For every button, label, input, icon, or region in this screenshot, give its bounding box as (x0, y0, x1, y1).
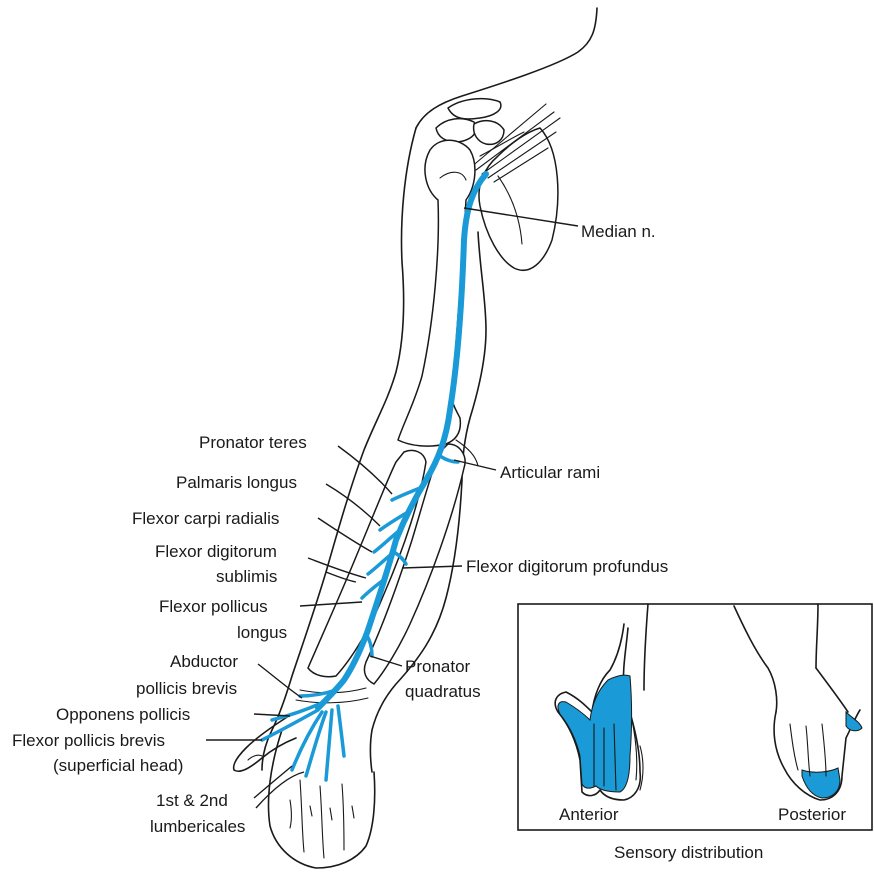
inset-label-anterior: Anterior (559, 805, 619, 824)
label-flexor-pollicis-brevis: Flexor pollicis brevis (12, 731, 165, 750)
label-palmaris-longus: Palmaris longus (176, 473, 297, 492)
label-pronator-quadratus: Pronator (405, 657, 471, 676)
label-opponens-pollicis: Opponens pollicis (56, 705, 190, 724)
label-flexor-carpi-radialis: Flexor carpi radialis (132, 509, 279, 528)
label-flexor-pollicis-brevis-2: (superficial head) (53, 756, 183, 775)
inset-label-posterior: Posterior (778, 805, 846, 824)
sensory-inset: Anterior Posterior (518, 604, 872, 830)
label-median-n: Median n. (581, 222, 656, 241)
branch-digital-2 (326, 710, 332, 780)
label-abductor-pollicis-brevis-2: pollicis brevis (136, 679, 237, 698)
hand (234, 714, 375, 868)
inset-caption: Sensory distribution (614, 843, 763, 862)
label-flexor-digitorum-sublimis: Flexor digitorum (155, 542, 277, 561)
label-articular-rami: Articular rami (500, 463, 600, 482)
label-lumbericales-2: lumbericales (150, 817, 245, 836)
label-lumbericales: 1st & 2nd (156, 791, 228, 810)
branch-digital-3 (338, 706, 344, 756)
label-flexor-pollicus-longus: Flexor pollicus (159, 597, 268, 616)
label-flexor-digitorum-sublimis-2: sublimis (216, 567, 277, 586)
label-flexor-pollicus-longus-2: longus (237, 623, 287, 642)
label-pronator-quadratus-2: quadratus (405, 682, 481, 701)
label-abductor-pollicis-brevis: Abductor (170, 652, 238, 671)
branch-pronator-quadratus (366, 634, 372, 656)
label-pronator-teres: Pronator teres (199, 433, 307, 452)
label-flexor-digitorum-profundus: Flexor digitorum profundus (466, 557, 668, 576)
